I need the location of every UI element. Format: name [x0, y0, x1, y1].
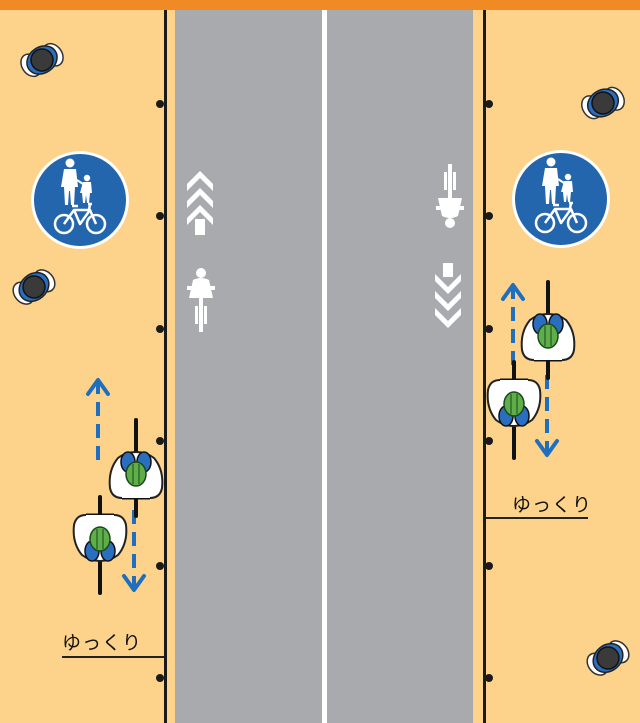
pedestrian-bicycle-sign-icon — [510, 148, 612, 250]
top-band — [0, 0, 640, 10]
slow-label-right: ゆっくり — [512, 494, 593, 516]
arrow-stem — [195, 219, 205, 235]
right-bollards — [485, 100, 493, 682]
left-bollards — [156, 100, 164, 682]
right-curb-line — [483, 10, 486, 723]
slow-label-left-underline — [62, 656, 164, 658]
arrow-stem — [443, 263, 453, 277]
left-curb-line — [164, 10, 167, 723]
pedestrian-bicycle-sign-icon — [29, 149, 131, 251]
center-line — [322, 10, 327, 723]
slow-label-right-underline — [486, 517, 588, 519]
slow-label-left: ゆっくり — [62, 632, 143, 654]
